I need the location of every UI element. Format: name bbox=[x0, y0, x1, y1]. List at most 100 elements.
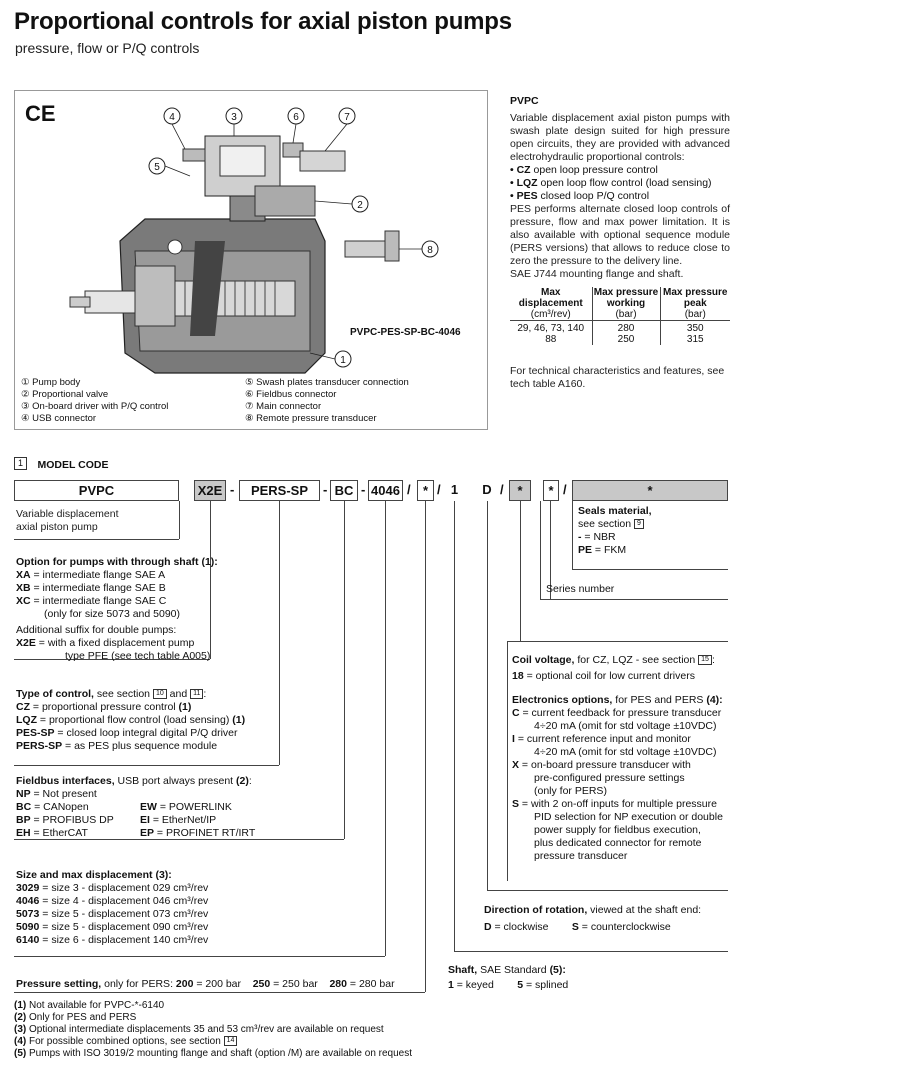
option-item: - = NBR bbox=[578, 531, 616, 543]
spec-unit: (bar) bbox=[591, 309, 660, 321]
code-separator: / bbox=[437, 482, 441, 497]
legend-item: ④ USB connector bbox=[21, 413, 97, 424]
code-box-shaft: 1 bbox=[450, 482, 459, 497]
section-title: Fieldbus interfaces, USB port always pre… bbox=[16, 775, 252, 787]
option-item: 4046 = size 4 - displacement 046 cm³/rev bbox=[16, 895, 209, 907]
option-item: 6140 = size 6 - displacement 140 cm³/rev bbox=[16, 934, 209, 946]
pump-figure-box: CE bbox=[14, 90, 488, 430]
spec-cell: 29, 46, 73, 140 bbox=[517, 323, 585, 334]
control-section: Type of control, see section 10 and 11: … bbox=[16, 688, 245, 753]
option-note: (only for size 5073 and 5090) bbox=[44, 608, 181, 620]
intro-para: PES performs alternate closed loop contr… bbox=[510, 203, 730, 267]
code-box-control: PERS-SP bbox=[239, 480, 320, 501]
legend-item: ③ On-board driver with P/Q control bbox=[21, 401, 169, 412]
legend-item: ⑥ Fieldbus connector bbox=[245, 389, 337, 400]
spec-header: Max displacement bbox=[518, 287, 583, 309]
option-item: I = current reference input and monitor bbox=[512, 733, 691, 745]
option-item: EI = EtherNet/IP bbox=[140, 814, 217, 826]
figure-model-label: PVPC-PES-SP-BC-4046 bbox=[350, 327, 461, 338]
legend-item: ② Proportional valve bbox=[21, 389, 109, 400]
electronics-section: Electronics options, for PES and PERS (4… bbox=[512, 694, 730, 863]
code-box-option: X2E bbox=[194, 480, 226, 501]
option-item: XB = intermediate flange SAE B bbox=[16, 582, 166, 594]
callout-2: 2 bbox=[357, 200, 363, 211]
section-title: Option for pumps with through shaft (1): bbox=[16, 556, 218, 568]
intro-section: PVPC Variable displacement axial piston … bbox=[510, 95, 730, 391]
callout-8: 8 bbox=[427, 245, 433, 256]
series-number-label: Series number bbox=[546, 583, 615, 595]
page-subtitle: pressure, flow or P/Q controls bbox=[15, 40, 200, 56]
option-item: LQZ = proportional flow control (load se… bbox=[16, 714, 246, 726]
spec-header: Max pressure working bbox=[591, 287, 660, 309]
code-separator: - bbox=[361, 482, 366, 497]
option-item: S = with 2 on-off inputs for multiple pr… bbox=[512, 798, 717, 810]
option-item: EH = EtherCAT bbox=[16, 827, 88, 839]
legend-left: ① Pump body ② Proportional valve ③ On-bo… bbox=[21, 377, 168, 425]
code-separator: / bbox=[407, 482, 411, 497]
footnote: (4) For possible combined options, see s… bbox=[14, 1036, 412, 1048]
code-box-rotation: D bbox=[482, 482, 492, 497]
code-separator: / bbox=[500, 482, 504, 497]
option-item: X2E = with a fixed displacement pump bbox=[16, 637, 195, 649]
option-item: 1 = keyed 5 = splined bbox=[448, 979, 569, 991]
section-title: Type of control, see section 10 and 11: bbox=[16, 688, 207, 700]
option-item: D = clockwise S = counterclockwise bbox=[484, 921, 671, 933]
code-separator: - bbox=[323, 482, 328, 497]
rotation-section: Direction of rotation, viewed at the sha… bbox=[484, 904, 702, 933]
legend-item: ⑦ Main connector bbox=[245, 401, 322, 412]
seals-section: Seals material, see section 9 - = NBR PE… bbox=[578, 505, 652, 556]
fieldbus-section: Fieldbus interfaces, USB port always pre… bbox=[16, 775, 336, 840]
code-box-electronics: * bbox=[509, 480, 531, 501]
option-item: PES-SP = closed loop integral digital P/… bbox=[16, 727, 238, 739]
option-item: 5073 = size 5 - displacement 073 cm³/rev bbox=[16, 908, 209, 920]
intro-para: Variable displacement axial piston pumps… bbox=[510, 112, 730, 163]
option-item: EP = PROFINET RT/IRT bbox=[140, 827, 256, 839]
option-item: C = current feedback for pressure transd… bbox=[512, 707, 722, 719]
section-title: Size and max displacement (3): bbox=[16, 869, 172, 881]
intro-para: For technical characteristics and featur… bbox=[510, 365, 725, 390]
spec-table: Max displacement Max pressure working Ma… bbox=[510, 287, 730, 345]
spec-cell: 315 bbox=[659, 334, 730, 345]
intro-para: SAE J744 mounting flange and shaft. bbox=[510, 268, 684, 280]
option-item: CZ = proportional pressure control (1) bbox=[16, 701, 192, 713]
option-item: EW = POWERLINK bbox=[140, 801, 232, 813]
page-title: Proportional controls for axial piston p… bbox=[14, 8, 512, 35]
model-code-heading: 1 MODEL CODE bbox=[14, 455, 108, 473]
intro-bullet: • LQZ open loop flow control (load sensi… bbox=[510, 177, 712, 189]
code-box-series: PVPC bbox=[14, 480, 179, 501]
callout-3: 3 bbox=[231, 112, 237, 123]
spec-unit: (bar) bbox=[659, 309, 730, 321]
pvpc-description: Variable displacement axial piston pump bbox=[16, 508, 119, 533]
legend-item: ⑧ Remote pressure transducer bbox=[245, 413, 377, 424]
option-item: PE = FKM bbox=[578, 544, 627, 556]
ce-mark: CE bbox=[25, 101, 56, 126]
footnote: (2) Only for PES and PERS bbox=[14, 1012, 137, 1023]
option-item: X = on-board pressure transducer with bbox=[512, 759, 691, 771]
size-section: Size and max displacement (3): 3029 = si… bbox=[16, 869, 208, 947]
footnotes: (1) Not available for PVPC-*-6140 (2) On… bbox=[14, 1000, 412, 1060]
spec-cell: 350 bbox=[659, 320, 730, 334]
option-item: BC = CANopen bbox=[16, 801, 89, 813]
code-separator: - bbox=[230, 482, 235, 497]
callout-4: 4 bbox=[169, 112, 175, 123]
code-box-pressure: * bbox=[417, 480, 434, 501]
option-item: 3029 = size 3 - displacement 029 cm³/rev bbox=[16, 882, 209, 894]
option-item: 18 = optional coil for low current drive… bbox=[512, 670, 695, 682]
option-item: XC = intermediate flange SAE C bbox=[16, 595, 167, 607]
option-item: XA = intermediate flange SAE A bbox=[16, 569, 166, 581]
footnote: (3) Optional intermediate displacements … bbox=[14, 1024, 384, 1035]
legend-item: ① Pump body bbox=[21, 377, 81, 388]
coil-section: Coil voltage, for CZ, LQZ - see section … bbox=[512, 654, 728, 683]
code-box-seals: * bbox=[572, 480, 728, 501]
spec-cell: 280 bbox=[591, 320, 660, 334]
through-shaft-section: Option for pumps with through shaft (1):… bbox=[16, 556, 218, 663]
callout-6: 6 bbox=[293, 112, 299, 123]
spec-cell: 250 bbox=[591, 334, 660, 345]
code-box-fieldbus: BC bbox=[330, 480, 358, 501]
suffix-title: Additional suffix for double pumps: bbox=[16, 624, 177, 636]
footnote: (5) Pumps with ISO 3019/2 mounting flang… bbox=[14, 1048, 413, 1059]
intro-bullet: • PES closed loop P/Q control bbox=[510, 190, 650, 202]
code-box-size: 4046 bbox=[368, 480, 403, 501]
option-item: BP = PROFIBUS DP bbox=[16, 814, 114, 826]
legend-right: ⑤ Swash plates transducer connection ⑥ F… bbox=[245, 377, 409, 425]
